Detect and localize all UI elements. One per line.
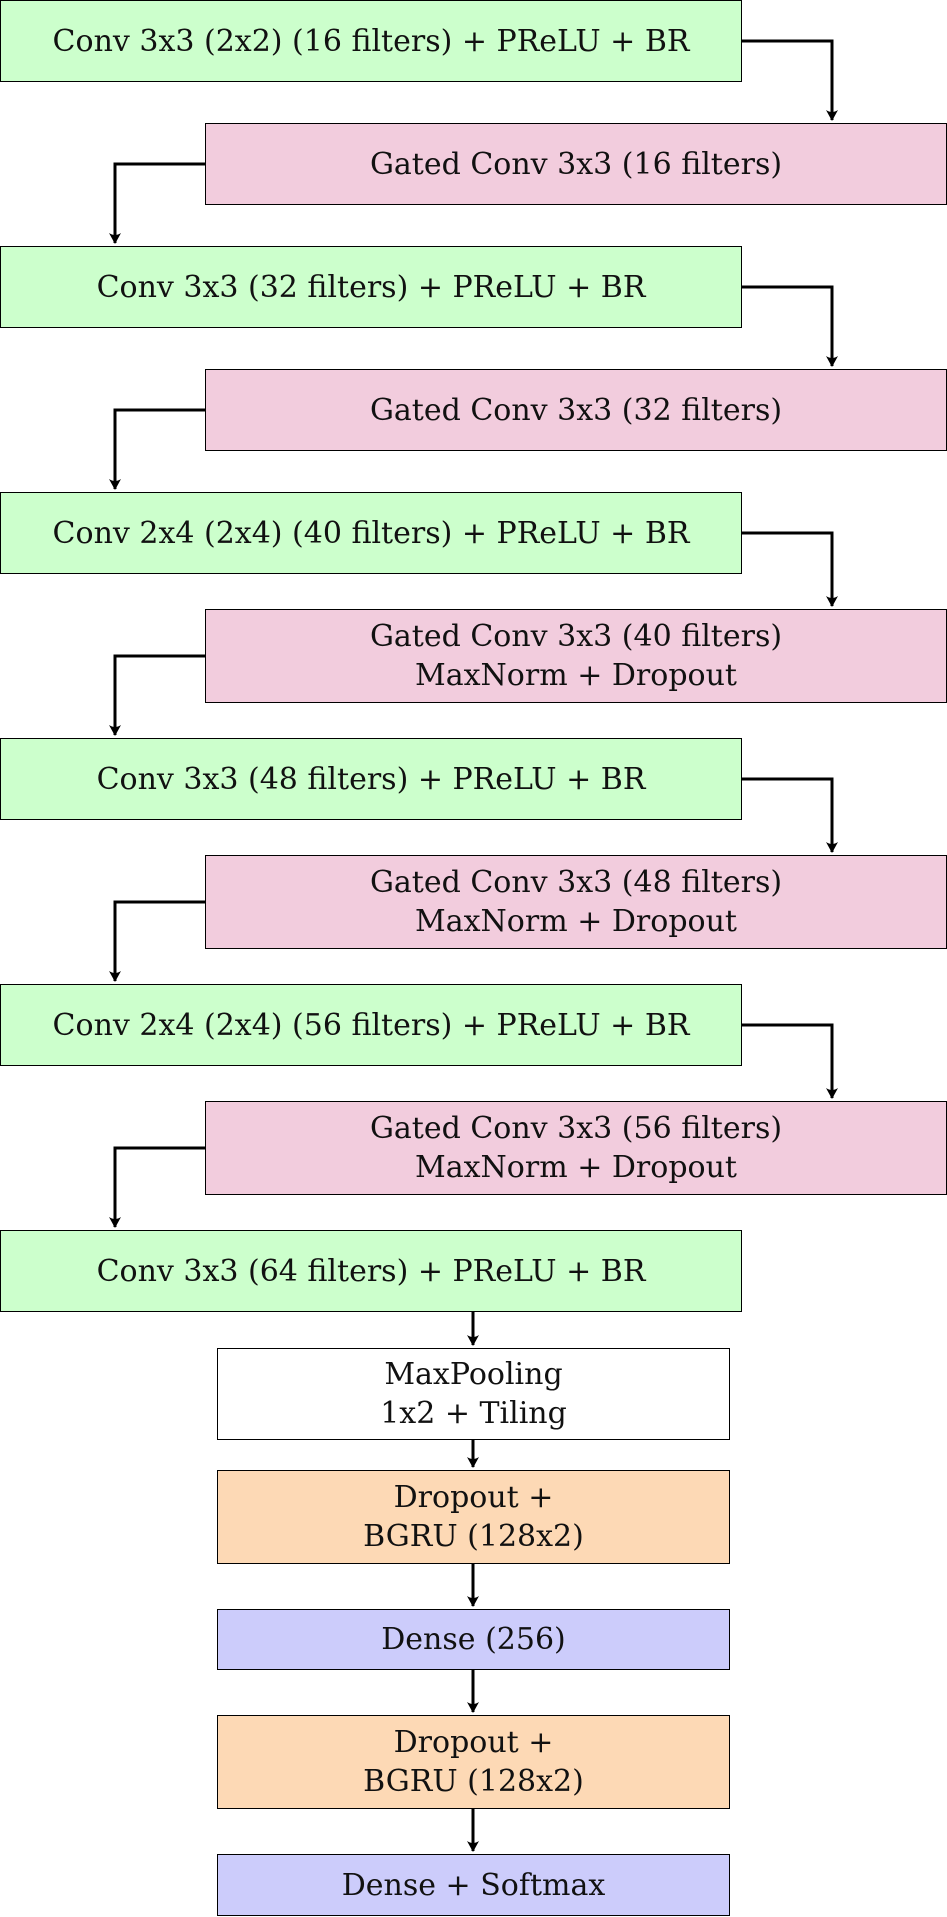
maxpooling-block-label: MaxPooling 1x2 + Tiling xyxy=(380,1357,567,1431)
connector-arrow-10 xyxy=(109,1146,205,1228)
connector-arrow-9 xyxy=(742,1023,838,1099)
conv-block-4-label: Conv 3x3 (48 filters) + PReLU + BR xyxy=(96,761,646,797)
conv-block-5-label: Conv 2x4 (2x4) (56 filters) + PReLU + BR xyxy=(52,1007,690,1043)
dense-block-label: Dense (256) xyxy=(381,1622,566,1657)
connector-arrow-6 xyxy=(109,654,205,736)
gated-conv-block-5-label: Gated Conv 3x3 (56 filters) MaxNorm + Dr… xyxy=(369,1111,783,1185)
gated-conv-block-3-label: Gated Conv 3x3 (40 filters) MaxNorm + Dr… xyxy=(369,619,783,693)
dense-softmax-block-label: Dense + Softmax xyxy=(341,1867,606,1903)
conv-block-2-label: Conv 3x3 (32 filters) + PReLU + BR xyxy=(96,269,646,305)
dense-block: Dense (256) xyxy=(217,1609,730,1670)
dense-softmax-block: Dense + Softmax xyxy=(217,1854,730,1916)
maxpooling-block: MaxPooling 1x2 + Tiling xyxy=(217,1348,730,1440)
connector-arrow-8 xyxy=(109,900,205,982)
connector-arrow-1 xyxy=(742,39,838,121)
conv-block-2: Conv 3x3 (32 filters) + PReLU + BR xyxy=(0,246,742,328)
gated-conv-block-1-label: Gated Conv 3x3 (16 filters) xyxy=(369,146,783,182)
conv-block-3: Conv 2x4 (2x4) (40 filters) + PReLU + BR xyxy=(0,492,742,574)
bgru-block-1: Dropout + BGRU (128x2) xyxy=(217,1470,730,1564)
conv-block-1: Conv 3x3 (2x2) (16 filters) + PReLU + BR xyxy=(0,0,742,82)
connector-arrow-7 xyxy=(742,777,838,853)
connector-arrow-4 xyxy=(109,408,205,490)
gated-conv-block-3: Gated Conv 3x3 (40 filters) MaxNorm + Dr… xyxy=(205,609,947,703)
conv-block-1-label: Conv 3x3 (2x2) (16 filters) + PReLU + BR xyxy=(52,23,690,59)
bgru-block-2-label: Dropout + BGRU (128x2) xyxy=(363,1725,584,1799)
gated-conv-block-4: Gated Conv 3x3 (48 filters) MaxNorm + Dr… xyxy=(205,855,947,949)
gated-conv-block-4-label: Gated Conv 3x3 (48 filters) MaxNorm + Dr… xyxy=(369,865,783,939)
gated-conv-block-1: Gated Conv 3x3 (16 filters) xyxy=(205,123,947,205)
conv-block-6-label: Conv 3x3 (64 filters) + PReLU + BR xyxy=(96,1253,646,1289)
conv-block-3-label: Conv 2x4 (2x4) (40 filters) + PReLU + BR xyxy=(52,515,690,551)
bgru-block-2: Dropout + BGRU (128x2) xyxy=(217,1715,730,1809)
gated-conv-block-5: Gated Conv 3x3 (56 filters) MaxNorm + Dr… xyxy=(205,1101,947,1195)
bgru-block-1-label: Dropout + BGRU (128x2) xyxy=(363,1480,584,1554)
connector-arrow-5 xyxy=(742,531,838,607)
conv-block-6: Conv 3x3 (64 filters) + PReLU + BR xyxy=(0,1230,742,1312)
connector-arrow-2 xyxy=(109,162,205,244)
gated-conv-block-2-label: Gated Conv 3x3 (32 filters) xyxy=(369,392,783,428)
connector-arrow-3 xyxy=(742,285,838,367)
gated-conv-block-2: Gated Conv 3x3 (32 filters) xyxy=(205,369,947,451)
conv-block-4: Conv 3x3 (48 filters) + PReLU + BR xyxy=(0,738,742,820)
conv-block-5: Conv 2x4 (2x4) (56 filters) + PReLU + BR xyxy=(0,984,742,1066)
